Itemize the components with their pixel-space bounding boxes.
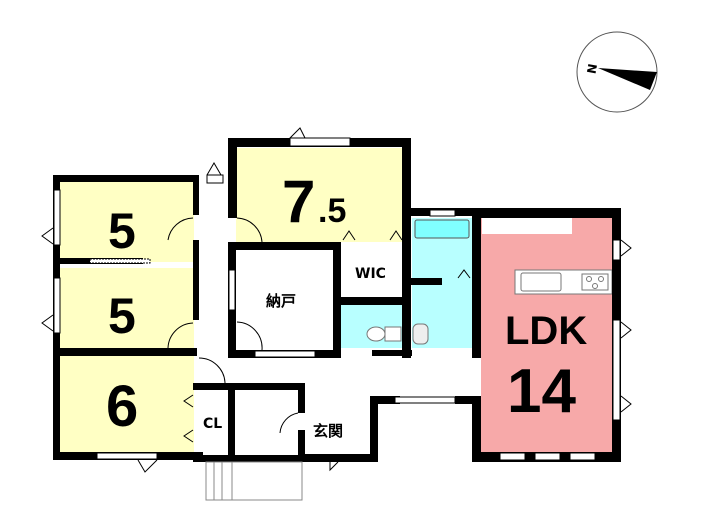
room-label-master: 7 bbox=[282, 168, 315, 235]
room-label-closet: CL bbox=[203, 416, 222, 432]
windows bbox=[53, 137, 621, 461]
toilet-icon bbox=[366, 326, 402, 342]
room-label-storage: 納戸 bbox=[266, 292, 296, 310]
door-swings bbox=[41, 127, 632, 473]
ldk-floor bbox=[481, 218, 613, 453]
ldk-counter-storage bbox=[482, 218, 572, 234]
room-label-bedroom-top: 5 bbox=[108, 203, 136, 259]
room-label-entrance: 玄関 bbox=[313, 422, 343, 440]
master-bedroom-floor bbox=[236, 148, 403, 242]
compass-icon: N bbox=[576, 31, 658, 113]
room-label-master-decimal: .5 bbox=[318, 192, 346, 230]
bathtub-icon bbox=[414, 219, 470, 239]
bedroom-top-floor bbox=[60, 182, 194, 262]
room-label-bedroom-bottom: 6 bbox=[106, 374, 138, 439]
closet-doors bbox=[89, 258, 151, 264]
room-label-wic: WIC bbox=[355, 266, 386, 282]
room-label-ldk: LDK bbox=[505, 309, 587, 353]
room-label-bedroom-middle: 5 bbox=[108, 288, 136, 344]
sink-icon bbox=[412, 323, 429, 345]
entry-steps bbox=[205, 461, 303, 501]
kitchen-counter-icon bbox=[514, 269, 613, 295]
room-label-ldk-size: 14 bbox=[507, 357, 576, 426]
bedroom-bottom-floor bbox=[60, 356, 194, 452]
north-label: N bbox=[584, 63, 600, 75]
